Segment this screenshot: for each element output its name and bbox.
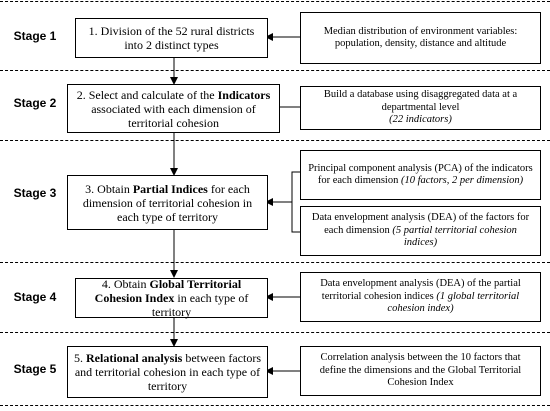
main-text: 3. Obtain	[85, 181, 133, 196]
stage-label-4: Stage 4	[13, 290, 57, 304]
side-text: Correlation analysis between the 10 fact…	[319, 352, 522, 389]
side-text: Principal component analysis (PCA) of th…	[308, 162, 533, 187]
stage-separator	[0, 332, 550, 333]
side-text: Median distribution of environment varia…	[323, 25, 518, 50]
side-text: Data envelopment analysis (DEA) of the f…	[311, 212, 530, 236]
side-text: Build a database using disaggregated dat…	[323, 89, 518, 113]
main-keyword: Global Territorial Cohesion Index	[94, 277, 242, 305]
side-box-stage3a: Principal component analysis (PCA) of th…	[300, 150, 541, 200]
stage-label-2: Stage 2	[13, 96, 57, 110]
side-box-stage4: Data envelopment analysis (DEA) of the p…	[300, 272, 541, 322]
stage-label-1: Stage 1	[13, 29, 57, 43]
side-note: (22 indicators)	[389, 114, 452, 126]
main-box-stage3: 3. Obtain Partial Indices for each dimen…	[67, 175, 268, 230]
main-text: 4. Obtain	[101, 277, 150, 291]
main-box-stage2: 2. Select and calculate of the Indicator…	[67, 84, 280, 133]
stage-separator	[0, 70, 550, 71]
stage-label-5: Stage 5	[13, 362, 57, 376]
side-box-stage1: Median distribution of environment varia…	[300, 12, 541, 64]
main-text: associated with each dimension of territ…	[91, 101, 256, 130]
main-text: in each type of territory	[151, 291, 249, 319]
main-text: between factors and territorial cohesion…	[74, 351, 261, 393]
stage-label-3: Stage 3	[13, 186, 57, 200]
main-keyword: Indicators	[217, 87, 271, 102]
side-note: (1 global territorial cohesion index)	[387, 290, 520, 315]
side-note: (5 partial territorial cohesion indices)	[392, 224, 517, 249]
side-box-stage3b: Data envelopment analysis (DEA) of the f…	[300, 206, 541, 256]
side-text: Data envelopment analysis (DEA) of the p…	[320, 278, 521, 302]
side-note: (10 factors, 2 per dimension)	[400, 175, 524, 186]
main-text: 2. Select and calculate of the	[76, 87, 218, 102]
stage-separator	[0, 1, 550, 2]
main-box-stage5: 5. Relational analysis between factors a…	[67, 346, 268, 398]
stage-separator	[0, 405, 550, 406]
side-box-stage5: Correlation analysis between the 10 fact…	[300, 346, 541, 396]
main-box-stage4: 4. Obtain Global Territorial Cohesion In…	[75, 277, 268, 319]
main-box-stage1: 1. Division of the 52 rural districts in…	[75, 18, 268, 58]
main-keyword: Relational analysis	[86, 351, 183, 365]
stage-separator	[0, 262, 550, 263]
side-box-stage2: Build a database using disaggregated dat…	[300, 86, 541, 130]
bracket-stage3	[291, 171, 300, 233]
main-text: for each dimension of territorial cohesi…	[82, 181, 253, 224]
main-keyword: Partial Indices	[132, 181, 208, 196]
stage-separator	[0, 140, 550, 141]
main-text: 5.	[74, 351, 86, 365]
main-text: 1. Division of the 52 rural districts in…	[88, 24, 255, 52]
